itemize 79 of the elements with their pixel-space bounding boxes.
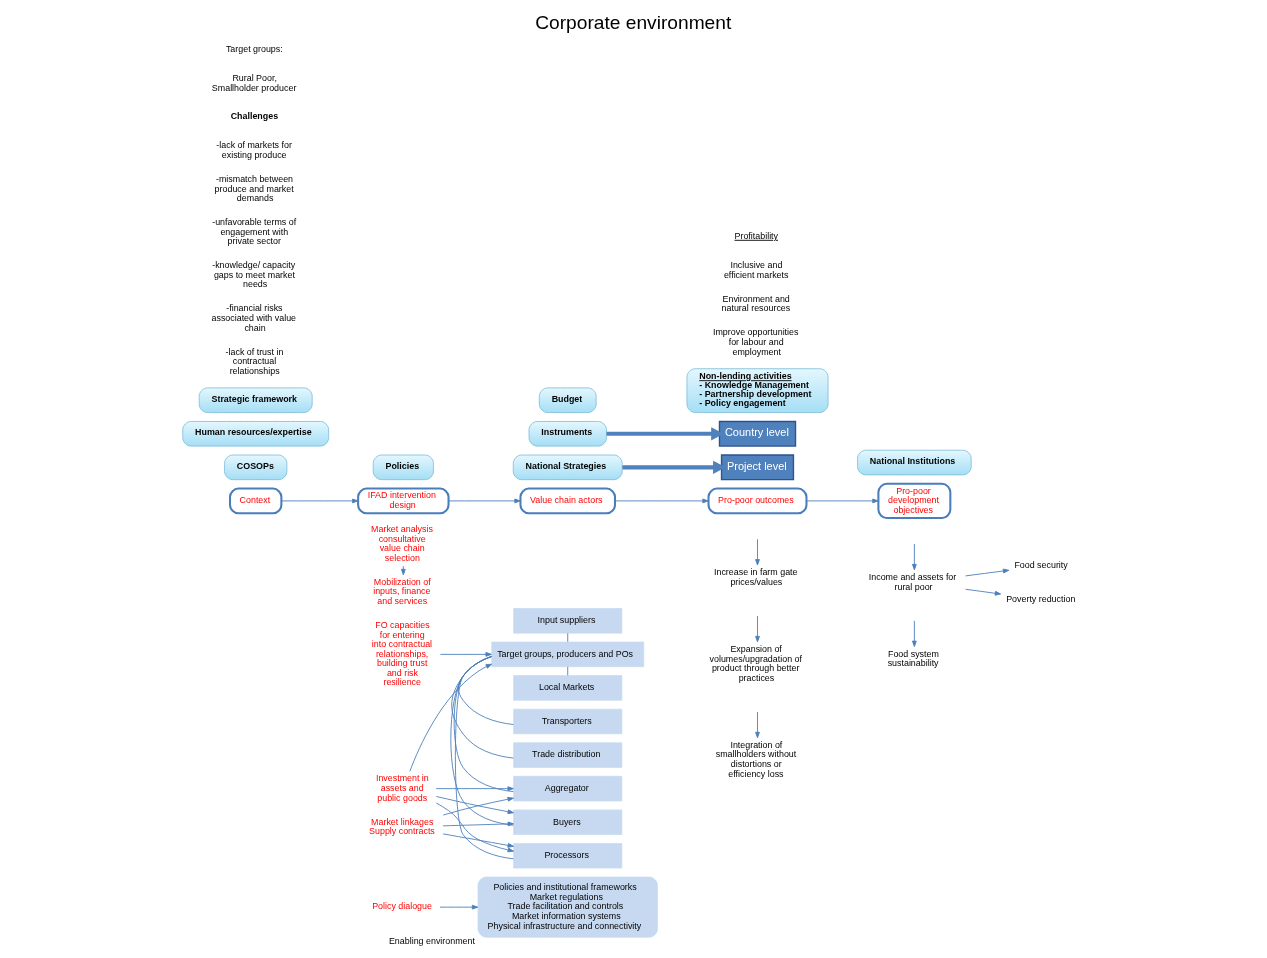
node-box: National Institutions [857, 449, 972, 476]
arrow [439, 904, 479, 910]
node-text: Market analysis consultative value chain selection [371, 524, 433, 563]
node-text: Policy dialogue [372, 901, 432, 912]
arrow [965, 568, 1010, 577]
arrow [806, 498, 879, 504]
arrow [435, 786, 514, 791]
connector [567, 666, 569, 676]
label: -lack of markets for existing produce [216, 140, 292, 160]
arrow [614, 498, 709, 504]
node-label: Enabling environment [388, 936, 475, 947]
node-text: Increase in farm gate prices/values [713, 567, 798, 587]
node-box: Instruments [528, 421, 607, 447]
arrow [622, 460, 726, 474]
node-box: Pro-poor outcomes [707, 487, 808, 515]
label: Challenges [230, 110, 279, 121]
connector [454, 656, 514, 860]
connector [567, 632, 569, 643]
node-box: Policies and institutional frameworks Market regulations Trade facilitation and controls Market information systems Physical infrastructure and connectivity [477, 876, 658, 938]
node-box: Target groups, producers and POs [491, 641, 645, 668]
node-box: Input suppliers [513, 608, 623, 634]
node-text: Expansion of volumes/upgradation of product through better practices [709, 643, 802, 683]
node-box: IFAD intervention design [357, 487, 450, 515]
label: Profitability [734, 230, 779, 241]
diagram-title: Corporate environment [535, 12, 732, 34]
label: -financial risks associated with value chain [211, 303, 297, 333]
arrow [755, 538, 760, 566]
node-box: Transporters [513, 708, 623, 735]
node-box: National Strategies [512, 454, 623, 481]
connector [453, 656, 514, 793]
node-box: Processors [513, 843, 623, 869]
arrow [755, 711, 760, 739]
node-text: FO capacities for entering into contractual relationships, building trust and risk resilience [371, 619, 433, 688]
node-text: Food system sustainability [887, 648, 939, 669]
label: Rural Poor, Smallholder producer [211, 73, 297, 93]
node-box: Project level [720, 454, 795, 481]
arrow [755, 615, 760, 643]
label: -lack of trust in contractual relationships [225, 346, 284, 376]
arrow [965, 588, 1002, 596]
arrow [435, 802, 514, 853]
node-box: Policies [372, 454, 434, 481]
node-text: Integration of smallholders without distortions or efficiency loss [715, 739, 797, 779]
node-box: Trade distribution [513, 742, 623, 768]
label: Improve opportunities for labour and employment [712, 327, 799, 357]
label: Environment and natural resources [721, 293, 791, 314]
label: -knowledge/ capacity gaps to meet market needs [212, 260, 296, 290]
node-box: Human resources/expertise [182, 421, 330, 447]
node-box: Pro-poor development objectives [877, 482, 952, 520]
arrow [409, 663, 493, 772]
node-box: Value chain actors [519, 487, 617, 515]
node-text: Food security [1014, 560, 1068, 571]
node-text: Poverty reduction [1006, 593, 1076, 604]
node-box: Strategic framework [198, 387, 313, 413]
arrow [281, 498, 359, 504]
arrow [439, 652, 492, 657]
node-box: Budget [538, 387, 597, 413]
label: Inclusive and efficient markets [723, 260, 789, 280]
node-box: Aggregator [513, 775, 623, 802]
node-text: Income and assets for rural poor [868, 571, 957, 592]
node-box: Context [229, 487, 283, 515]
connector [450, 656, 514, 826]
node-box: Local Markets [513, 675, 623, 701]
arrow [400, 565, 406, 576]
label: -mismatch between produce and market demands [214, 173, 294, 204]
arrow [442, 821, 514, 827]
label: -unfavorable terms of engagement with private sector [212, 217, 297, 247]
node-text: Mobilization of inputs, finance and services [373, 576, 431, 606]
arrow [448, 498, 521, 504]
arrow [912, 620, 917, 648]
arrow [912, 543, 917, 571]
label: Target groups: [225, 44, 283, 55]
node-box: COSOPs [224, 454, 288, 481]
node-text: Market linkages Supply contracts [369, 816, 435, 837]
arrow [442, 833, 514, 848]
arrow [606, 427, 724, 441]
node-box: Country level [718, 420, 797, 447]
node-box: Non-lending activities - Knowledge Management - Partnership development - Policy engagement [686, 368, 829, 413]
node-text: Investment in assets and public goods [375, 773, 429, 803]
node-box: Buyers [513, 809, 623, 835]
